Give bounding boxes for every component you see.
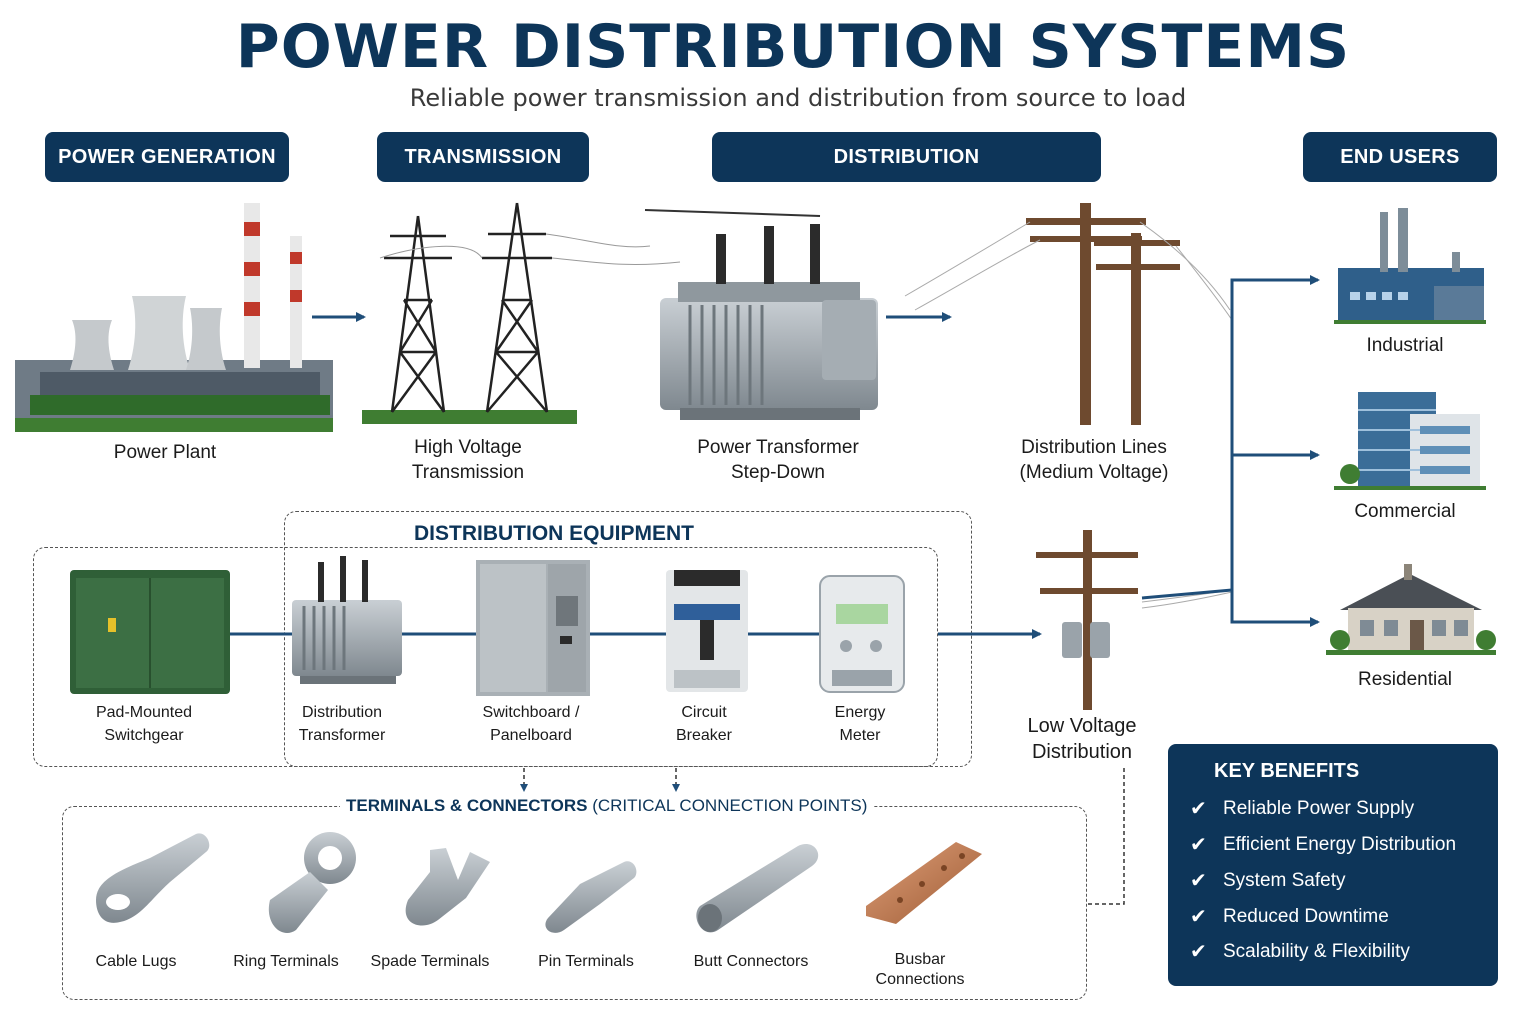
equipment-heading: DISTRIBUTION EQUIPMENT — [408, 522, 701, 546]
busbar-icon — [866, 842, 982, 924]
distribution-transformer-icon — [292, 556, 402, 684]
stage-transmission: TRANSMISSION — [377, 132, 589, 182]
energy-meter-icon — [819, 575, 905, 693]
label-spade-terminals: Spade Terminals — [370, 953, 490, 970]
label-residential: Residential — [1358, 669, 1452, 690]
arrow-to-residential — [1230, 278, 1320, 627]
checkmark-icon: ✔ — [1190, 906, 1207, 928]
cable-lug-icon — [96, 833, 210, 923]
butt-connector-icon — [696, 844, 819, 933]
checkmark-icon: ✔ — [1190, 834, 1207, 856]
checkmark-icon: ✔ — [1190, 798, 1207, 820]
pin-terminal-icon — [545, 861, 637, 933]
page-title: POWER DISTRIBUTION SYSTEMS — [235, 12, 1351, 82]
benefit-item: ✔Scalability & Flexibility — [1190, 940, 1410, 964]
checkmark-icon: ✔ — [1190, 870, 1207, 892]
stage-distribution: DISTRIBUTION — [712, 132, 1101, 182]
office-building-icon — [1334, 392, 1486, 490]
circuit-breaker-icon — [666, 570, 748, 692]
label-distribution-lines: Distribution Lines(Medium Voltage) — [1019, 437, 1169, 483]
benefit-item: ✔Efficient Energy Distribution — [1190, 833, 1457, 857]
label-cable-lugs: Cable Lugs — [95, 953, 177, 970]
utility-pole-icon — [904, 203, 1233, 425]
benefit-item: ✔Reliable Power Supply — [1190, 797, 1415, 821]
switchboard-icon — [476, 560, 590, 696]
ring-terminal-icon — [268, 832, 356, 934]
benefit-item: ✔System Safety — [1190, 869, 1346, 893]
power-plant-icon — [15, 203, 333, 432]
label-switchboard: Switchboard /Panelboard — [482, 704, 580, 744]
equipment-inner-box — [33, 547, 938, 767]
transformer-icon — [644, 209, 878, 420]
spade-terminal-icon — [405, 848, 490, 926]
checkmark-icon: ✔ — [1190, 941, 1207, 963]
house-icon — [1326, 564, 1496, 655]
transmission-tower-icon — [362, 202, 681, 424]
page-subtitle: Reliable power transmission and distribu… — [409, 84, 1187, 112]
terminals-heading: TERMINALS & CONNECTORS (CRITICAL CONNECT… — [340, 796, 874, 816]
stage-power-generation: POWER GENERATION — [45, 132, 289, 182]
low-voltage-pole-icon — [1036, 530, 1233, 710]
stage-end-users: END USERS — [1303, 132, 1497, 182]
benefit-item: ✔Reduced Downtime — [1190, 905, 1389, 929]
label-pin-terminals: Pin Terminals — [538, 953, 634, 970]
key-benefits-heading: KEY BENEFITS — [1214, 760, 1360, 782]
pad-mounted-switchgear-icon — [70, 570, 230, 694]
label-power-plant: Power Plant — [113, 442, 217, 463]
label-commercial: Commercial — [1354, 501, 1456, 522]
factory-icon — [1334, 208, 1486, 324]
label-industrial: Industrial — [1366, 335, 1444, 356]
key-benefits-panel: KEY BENEFITS ✔Reliable Power Supply ✔Eff… — [1168, 744, 1498, 986]
label-ring-terminals: Ring Terminals — [233, 953, 339, 970]
label-butt-connectors: Butt Connectors — [693, 953, 809, 970]
